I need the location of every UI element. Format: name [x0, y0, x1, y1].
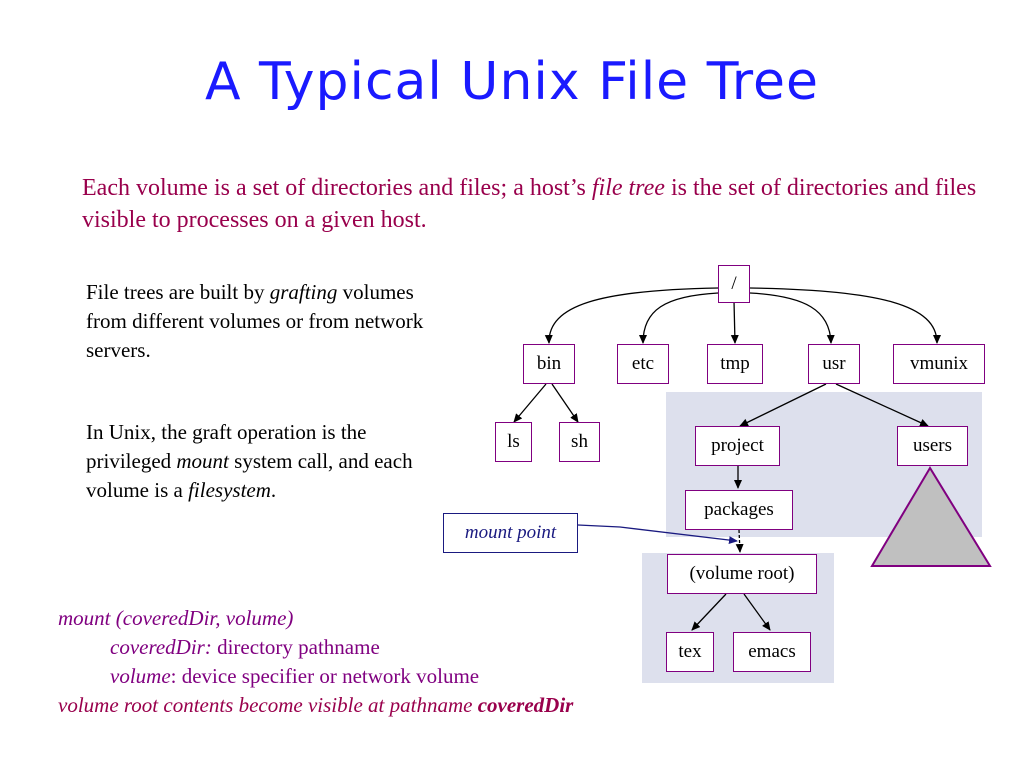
edge-bin-sh — [551, 383, 579, 423]
para2-part2: system call, and each volume is a — [86, 449, 413, 502]
volume-term: volume — [110, 664, 171, 688]
edge-usr-project — [739, 383, 827, 427]
covereddir-definition: coveredDir: directory pathname — [58, 633, 758, 662]
node-packages: packages — [685, 490, 793, 530]
mount-point-arrow — [577, 524, 738, 545]
node-root: / — [718, 265, 750, 303]
para1-emphasis: grafting — [269, 280, 338, 304]
mount-effect-line: volume root contents become visible at p… — [58, 691, 758, 720]
mount-signature: mount (coveredDir, volume) — [58, 604, 758, 633]
node-usr: usr — [808, 344, 860, 384]
edge-root-etc — [639, 292, 719, 344]
para2-part3: . — [270, 478, 277, 502]
edge-root-usr — [749, 292, 835, 344]
edge-packages-volume-root — [735, 529, 744, 553]
mount-point-label: mount point — [443, 513, 578, 553]
mount-effect-text: volume root contents become visible at p… — [58, 693, 478, 717]
para2-emphasis-mount: mount — [176, 449, 229, 473]
mount-effect-covereddir: coveredDir — [477, 693, 574, 717]
node-ls: ls — [495, 422, 532, 462]
edge-root-tmp — [730, 300, 739, 344]
intro-part2: is the set of directories and files visi… — [82, 175, 977, 233]
volume-definition: volume: device specifier or network volu… — [58, 662, 758, 691]
node-etc: etc — [617, 344, 669, 384]
volume-desc: : device specifier or network volume — [170, 664, 480, 688]
node-vmunix: vmunix — [893, 344, 985, 384]
edge-usr-users — [835, 383, 929, 427]
node-tmp: tmp — [707, 344, 763, 384]
grafting-paragraph: File trees are built by grafting volumes… — [86, 278, 446, 365]
para2-part1: In Unix, the graft operation is the priv… — [86, 420, 367, 473]
edge-volume-root-emacs — [743, 593, 771, 631]
para1-part1: File trees are built by — [86, 280, 270, 304]
covereddir-desc: directory pathname — [211, 635, 380, 659]
mount-signature-text: mount (coveredDir, volume) — [58, 606, 294, 630]
mount-syntax-block: mount (coveredDir, volume) coveredDir: d… — [58, 604, 758, 720]
slide-title: A Typical Unix File Tree — [204, 52, 820, 112]
covereddir-term: coveredDir: — [110, 635, 212, 659]
edge-bin-ls — [513, 383, 547, 423]
node-volume-root: (volume root) — [667, 554, 817, 594]
node-sh: sh — [559, 422, 600, 462]
intro-emphasis: file tree — [591, 175, 665, 201]
mount-paragraph: In Unix, the graft operation is the priv… — [86, 418, 446, 505]
intro-part1: Each volume is a set of directories and … — [82, 175, 592, 201]
para2-emphasis-filesystem: filesystem — [188, 478, 271, 502]
node-project: project — [695, 426, 780, 466]
para1-part2: volumes from different volumes or from n… — [86, 280, 424, 362]
users-subtree-triangle — [870, 466, 992, 567]
node-emacs: emacs — [733, 632, 811, 672]
edge-root-bin — [544, 287, 719, 344]
edge-root-vmunix — [749, 287, 941, 344]
node-bin: bin — [523, 344, 575, 384]
node-tex: tex — [666, 632, 714, 672]
edge-volume-root-tex — [691, 593, 727, 631]
node-users: users — [897, 426, 968, 466]
intro-text: Each volume is a set of directories and … — [82, 172, 982, 236]
